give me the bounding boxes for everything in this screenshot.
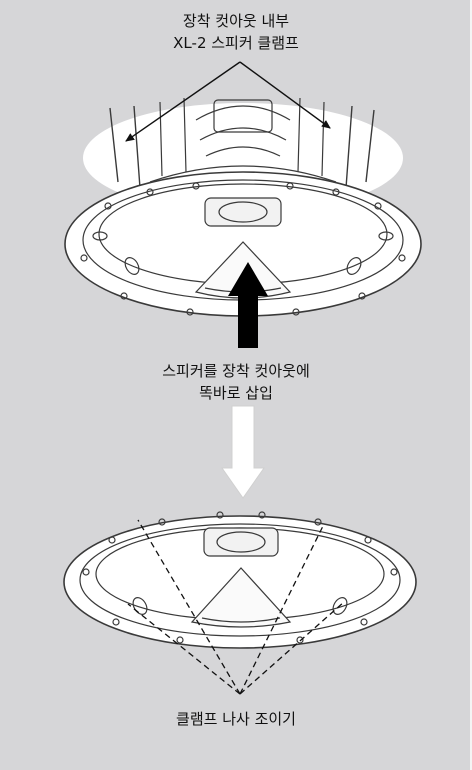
callout-top-label: 장착 컷아웃 내부 XL-2 스피커 클램프 bbox=[0, 10, 472, 54]
next-step-arrow-icon bbox=[221, 405, 265, 499]
callout-top-line2: XL-2 스피커 클램프 bbox=[173, 34, 299, 52]
callout-dashed-lines-bottom bbox=[127, 519, 345, 695]
callout-bottom-line1: 클램프 나사 조이기 bbox=[176, 710, 296, 728]
callout-arrows-top bbox=[125, 61, 331, 142]
callout-middle-label: 스피커를 장착 컷아웃에 똑바로 삽입 bbox=[0, 360, 472, 404]
callout-middle-line2: 똑바로 삽입 bbox=[199, 384, 273, 402]
callout-bottom-label: 클램프 나사 조이기 bbox=[0, 708, 472, 730]
callout-middle-line1: 스피커를 장착 컷아웃에 bbox=[162, 362, 310, 380]
speaker-bottom bbox=[63, 511, 417, 649]
insert-arrow-icon bbox=[228, 262, 268, 348]
callout-top-line1: 장착 컷아웃 내부 bbox=[182, 12, 290, 30]
